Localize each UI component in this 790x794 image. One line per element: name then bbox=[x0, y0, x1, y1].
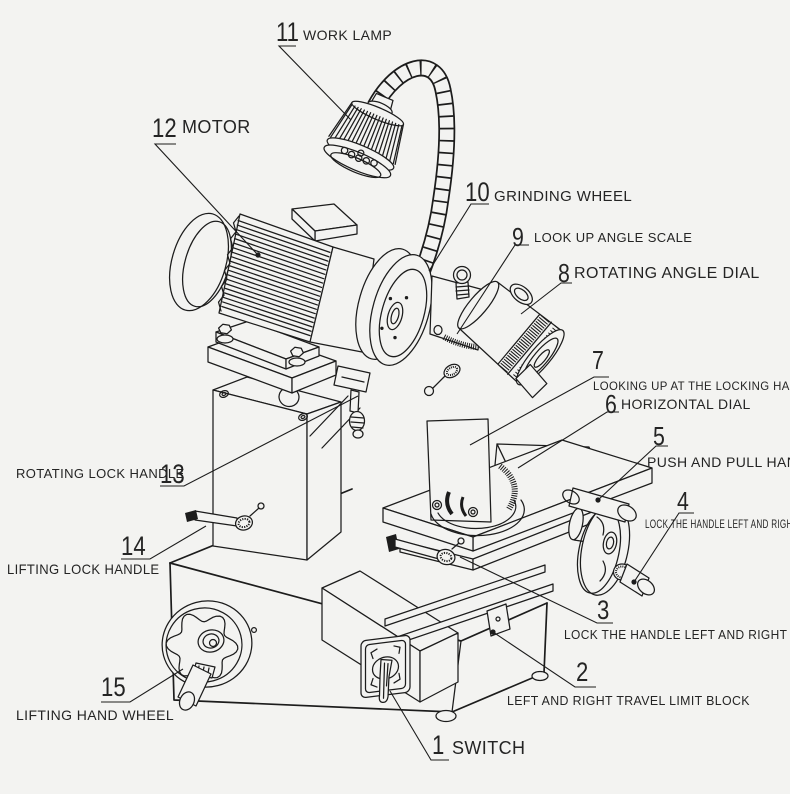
feed-handwheel-assembly bbox=[560, 487, 657, 600]
lifting-lock-handle bbox=[185, 503, 264, 532]
leader-line-10 bbox=[428, 203, 489, 272]
work-lamp bbox=[320, 83, 418, 186]
leader-line-8 bbox=[520, 282, 572, 315]
power-switch bbox=[361, 635, 410, 705]
lamp-leds bbox=[340, 143, 380, 169]
table-lock-handle bbox=[386, 534, 464, 567]
leader-line-4 bbox=[633, 512, 694, 583]
leader-dot-12 bbox=[255, 252, 261, 258]
mount-bolts bbox=[217, 324, 305, 366]
switch-knob-lever bbox=[379, 658, 392, 703]
leader-line-2 bbox=[492, 631, 596, 688]
rotating-angle-dial bbox=[448, 266, 585, 399]
leader-dot-5 bbox=[595, 497, 601, 503]
leader-line-6 bbox=[517, 411, 619, 469]
look-up-angle-scale bbox=[444, 337, 477, 347]
leader-line-1 bbox=[389, 690, 449, 761]
horizontal-dial-ring bbox=[500, 466, 515, 509]
spindle-block bbox=[513, 363, 549, 399]
tilt-locking-handle bbox=[425, 362, 463, 396]
leader-line-5 bbox=[597, 445, 668, 501]
wheel-head-assembly bbox=[425, 266, 586, 399]
leader-line-13 bbox=[160, 395, 359, 487]
motor-mount-plate bbox=[208, 321, 336, 393]
lamp-gooseneck bbox=[375, 68, 447, 296]
push-pull-handle bbox=[560, 487, 639, 524]
leader-line-9 bbox=[456, 244, 529, 335]
lamp-face bbox=[328, 148, 383, 182]
base-foot bbox=[436, 711, 456, 722]
lifting-hand-wheel bbox=[152, 591, 261, 713]
travel-limit-block bbox=[487, 604, 510, 636]
base-foot bbox=[532, 672, 548, 681]
motor-terminal-box bbox=[292, 204, 357, 241]
leader-line-3 bbox=[459, 556, 613, 624]
leader-line-11 bbox=[277, 45, 352, 121]
leader-line-12 bbox=[153, 143, 259, 256]
leader-line-7 bbox=[469, 376, 609, 446]
leader-line-15 bbox=[101, 668, 184, 703]
lifting-wheel-grip bbox=[177, 665, 211, 713]
table-rails bbox=[385, 565, 553, 646]
leader-line-14 bbox=[121, 525, 207, 560]
head-top-screw bbox=[454, 267, 471, 300]
leader-dot-4 bbox=[631, 579, 637, 585]
grinding-wheel bbox=[344, 241, 443, 372]
rotating-lock-handle bbox=[334, 366, 370, 438]
swivel-arm bbox=[427, 419, 524, 536]
leader-dot-2 bbox=[490, 629, 496, 635]
